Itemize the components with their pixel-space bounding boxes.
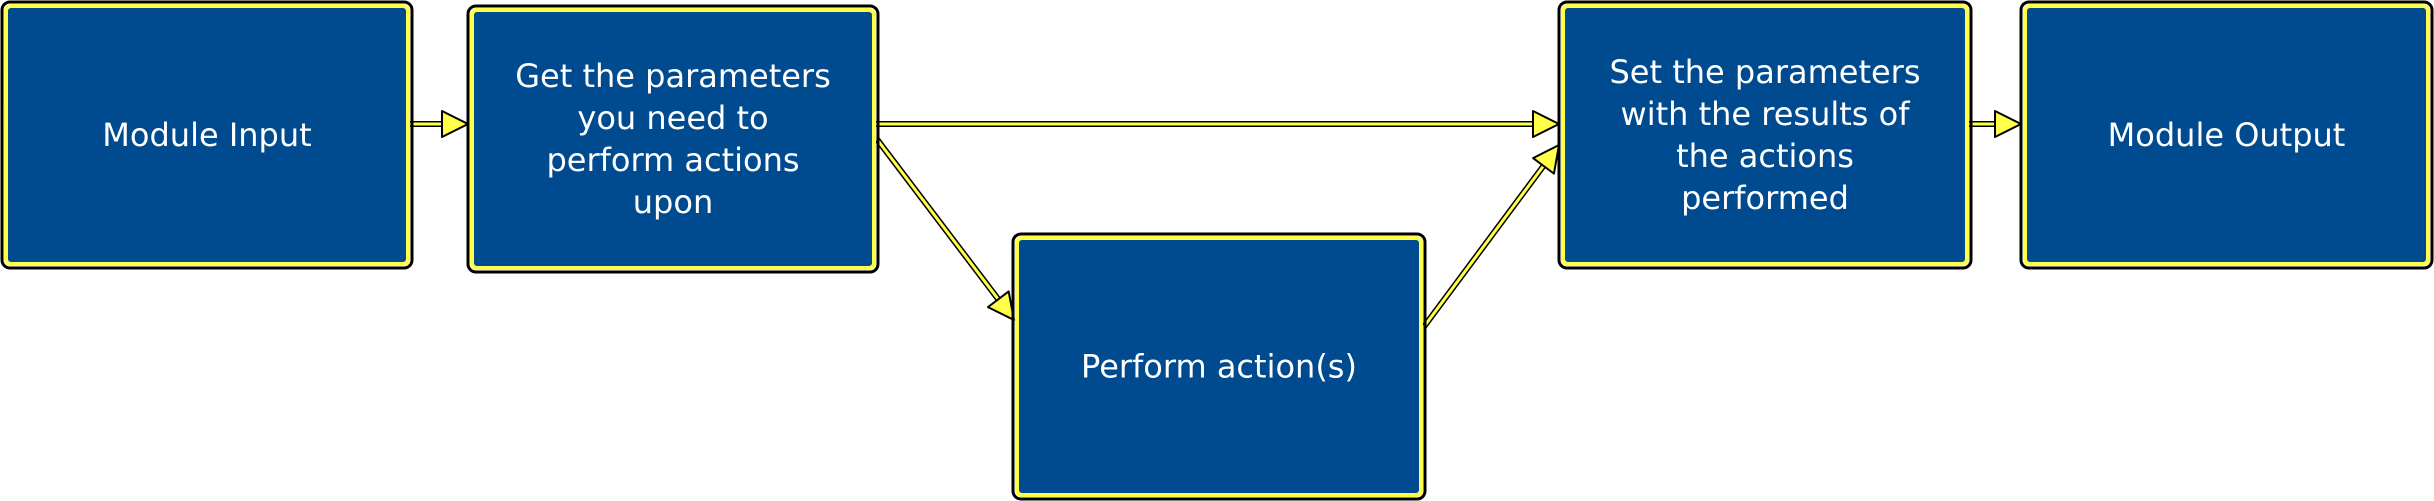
node-box: [2023, 4, 2430, 266]
node-label: Set the parameters with the results of the…: [1609, 53, 1920, 217]
edge-line: [874, 137, 1000, 301]
edge-set-parameters-to-module-output: [1969, 110, 2022, 138]
node-box: [1561, 4, 1969, 266]
node-outline: [1557, 0, 1973, 270]
edge-line: [1421, 164, 1545, 329]
edge-module-input-to-get-parameters: [410, 110, 469, 138]
node-outline: [1011, 232, 1427, 501]
node-get-parameters: Get the parameters you need to perform act…: [466, 4, 880, 274]
node-label-line: the actions: [1676, 137, 1854, 175]
node-label-line: perform actions: [546, 141, 799, 179]
node-label-line: performed: [1681, 179, 1849, 217]
node-outline: [2019, 0, 2434, 270]
node-box: [4, 4, 410, 266]
node-label-line: Module Input: [102, 116, 311, 154]
node-outline: [0, 0, 414, 270]
node-label-line: Set the parameters: [1609, 53, 1920, 91]
arrow-head: [441, 110, 469, 138]
node-label-line: with the results of: [1621, 95, 1911, 133]
node-outline: [466, 4, 880, 274]
edge-perform-actions-to-set-parameters: [1420, 144, 1560, 330]
node-box: [470, 8, 876, 270]
node-module-output: Module Output: [2019, 0, 2434, 270]
arrow-head: [1532, 110, 1560, 138]
node-set-parameters: Set the parameters with the results of the…: [1557, 0, 1973, 270]
node-label-line: upon: [633, 183, 713, 221]
node-box: [1015, 236, 1423, 497]
node-label: Module Output: [2108, 116, 2346, 154]
arrow-head: [1994, 110, 2022, 138]
edge-get-parameters-to-set-parameters: [876, 110, 1560, 138]
node-label-line: you need to: [577, 99, 768, 137]
node-label: Module Input: [102, 116, 311, 154]
node-perform-actions: Perform action(s): [1011, 232, 1427, 501]
node-label: Get the parameters you need to perform act…: [515, 57, 831, 221]
edges-layer: [410, 110, 2022, 330]
node-label-line: Module Output: [2108, 116, 2346, 154]
edge-get-parameters-to-perform-actions: [873, 136, 1015, 321]
node-label: Perform action(s): [1081, 348, 1357, 386]
arrow-head: [1532, 144, 1560, 175]
node-module-input: Module Input: [0, 0, 414, 270]
node-label-line: Get the parameters: [515, 57, 831, 95]
arrow-head: [986, 290, 1015, 321]
node-label-line: Perform action(s): [1081, 348, 1357, 386]
